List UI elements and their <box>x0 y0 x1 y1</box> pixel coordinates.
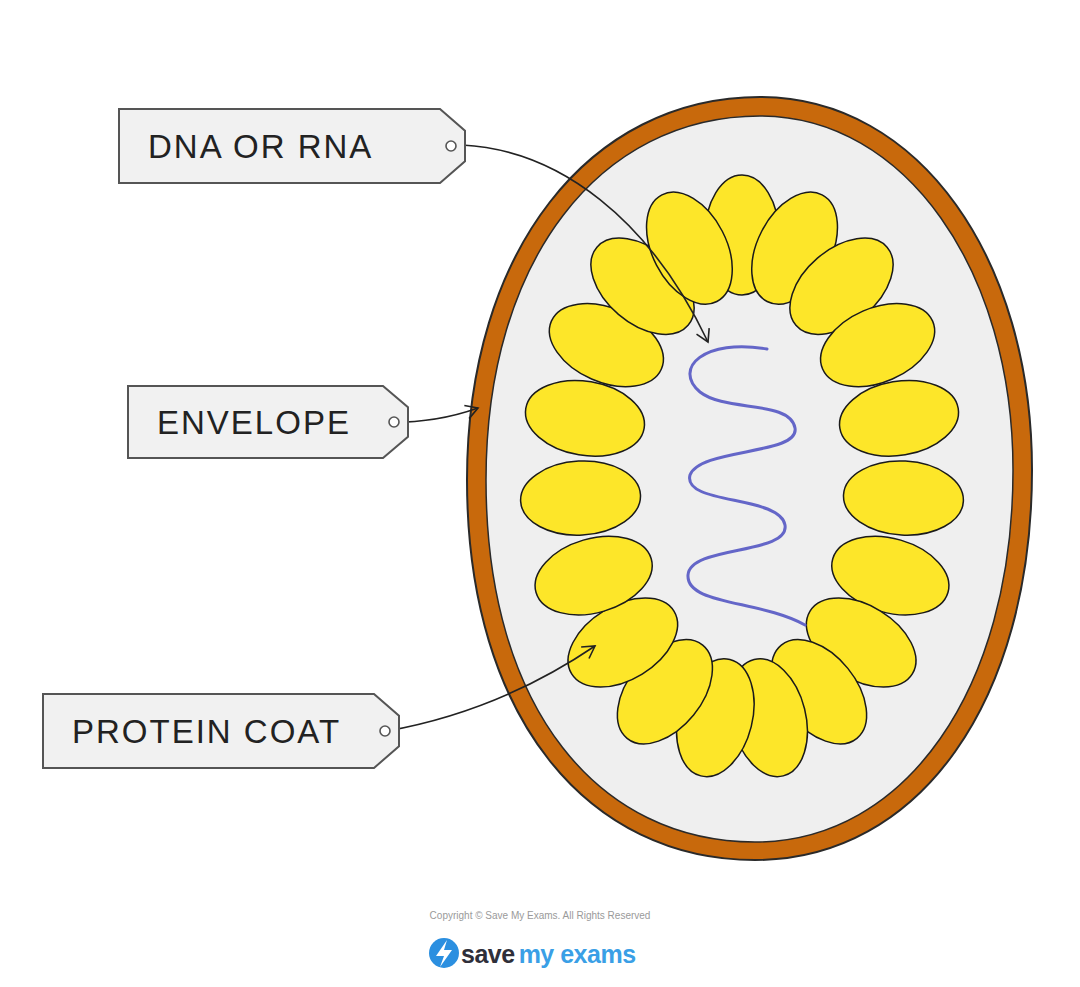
logo-text: save <box>461 940 515 969</box>
capsomere <box>629 178 750 319</box>
leader-line <box>462 145 708 342</box>
part-label: ENVELOPE <box>157 406 351 439</box>
capsomere <box>834 372 965 465</box>
capsomere <box>519 458 643 539</box>
copyright-watermark: Copyright © Save My Exams. All Rights Re… <box>430 910 651 921</box>
viral-envelope <box>467 97 1032 860</box>
virus-interior <box>486 116 1013 842</box>
logo-text: my exams <box>519 940 636 969</box>
nucleic-acid-strand <box>688 347 805 625</box>
protein-coat <box>519 175 966 785</box>
capsomere <box>841 458 965 539</box>
capsomere <box>526 523 662 628</box>
part-label: PROTEIN COAT <box>72 715 341 748</box>
label-tag: DNA OR RNA <box>118 108 466 184</box>
part-label: DNA OR RNA <box>148 130 373 163</box>
logo-icon <box>429 938 459 968</box>
label-tag: PROTEIN COAT <box>42 693 400 769</box>
label-tag: ENVELOPE <box>127 385 409 459</box>
leader-line <box>387 646 595 731</box>
